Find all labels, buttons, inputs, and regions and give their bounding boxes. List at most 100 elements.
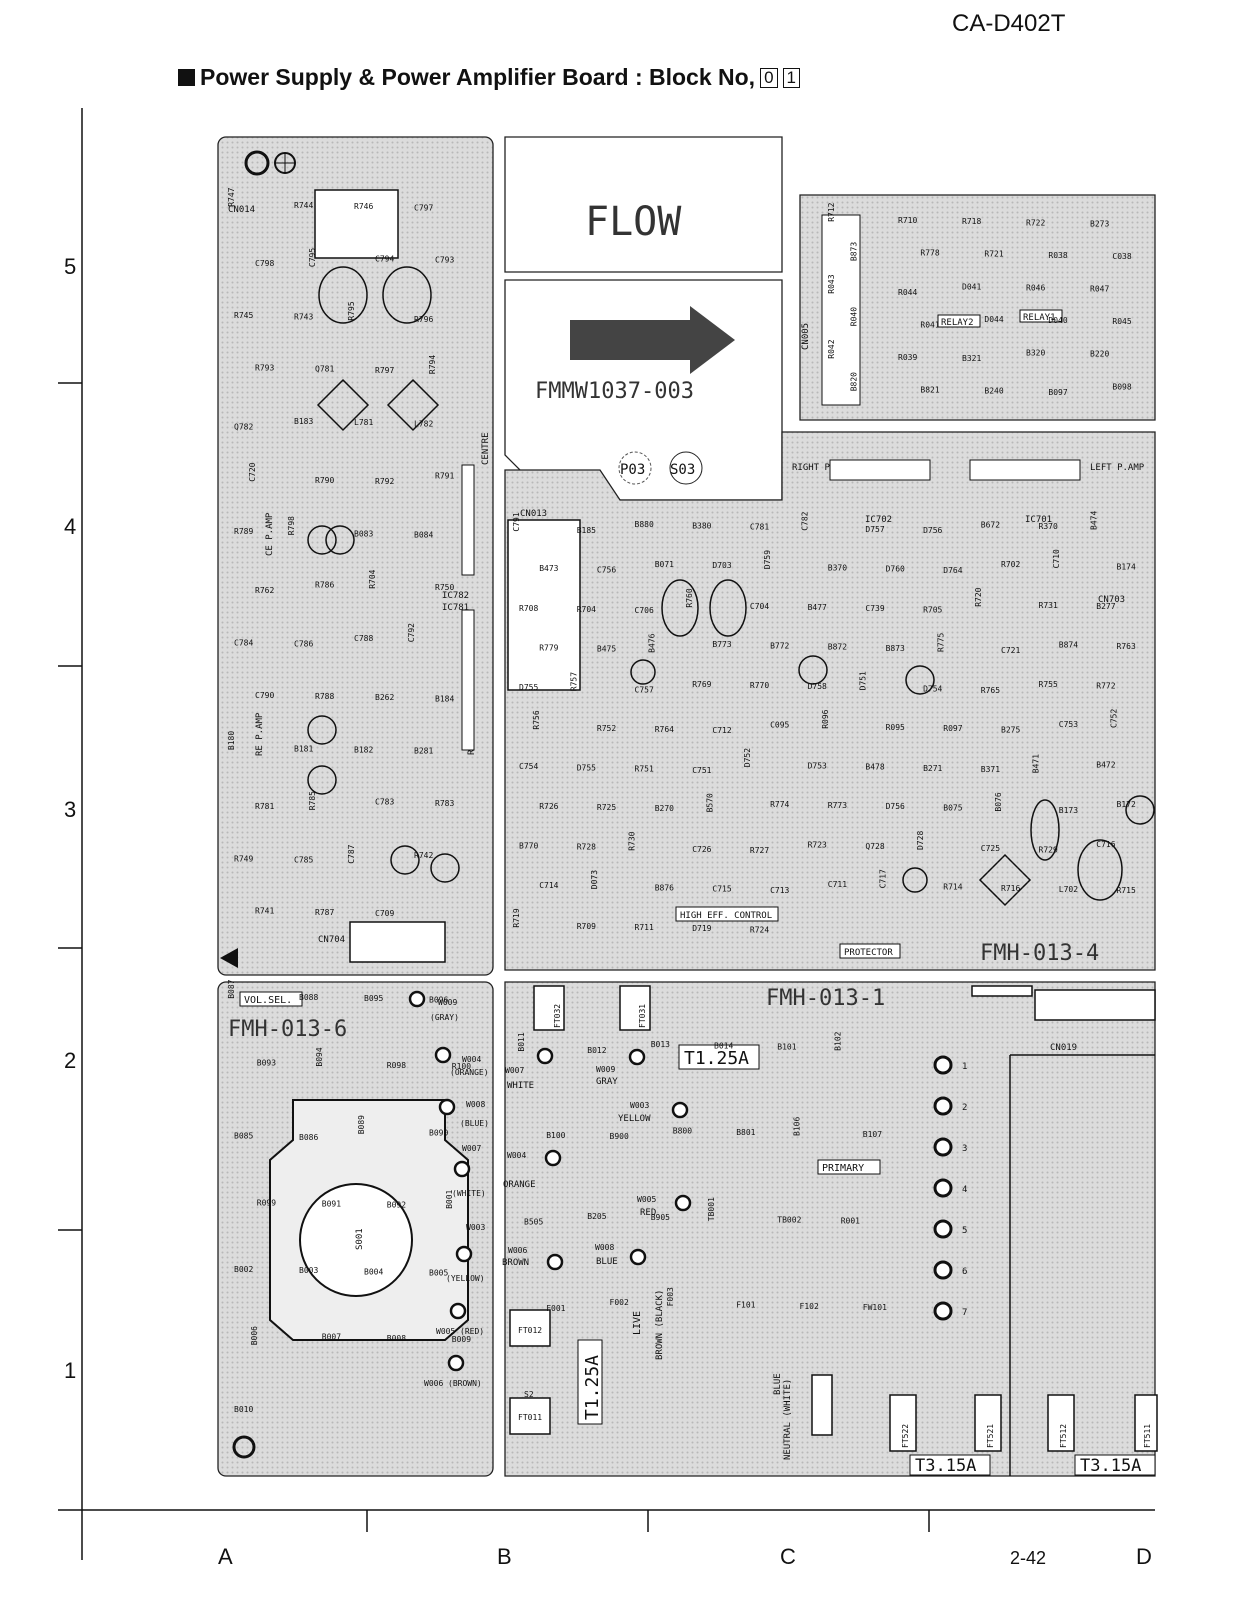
part-ref-r798: R798 (287, 516, 296, 535)
triangle-marker-icon (220, 948, 238, 968)
part-ref-b003: B003 (299, 1266, 318, 1275)
left-wire-w008-color: (BLUE) (460, 1119, 489, 1128)
label-neutral: NEUTRAL (WHITE) (783, 1379, 793, 1460)
part-ref-c797: C797 (414, 203, 433, 212)
part-ref-r783: R783 (435, 799, 454, 808)
part-ref-c788: C788 (354, 634, 373, 643)
part-ref-b472: B472 (1096, 761, 1115, 770)
part-ref-r715: R715 (1117, 886, 1136, 895)
part-ref-r757: R757 (570, 672, 579, 691)
center-wire-w004: W004 (507, 1151, 526, 1160)
part-ref-r725: R725 (597, 803, 616, 812)
label-primary: PRIMARY (822, 1163, 864, 1174)
part-ref-tb001: TB001 (707, 1197, 716, 1221)
center-wire-w004-color: ORANGE (503, 1180, 536, 1190)
part-ref-c716: C716 (1096, 840, 1115, 849)
part-ref-b075: B075 (943, 803, 962, 812)
part-ref-b084: B084 (414, 531, 433, 540)
part-ref-r721: R721 (984, 250, 1003, 259)
fuse-holder-ft522: FT522 (901, 1424, 910, 1448)
pin-7: 7 (962, 1308, 967, 1318)
row-label-3: 3 (64, 797, 77, 822)
sub-board-fmh-013-1: FMH-013-1 (766, 986, 885, 1011)
sub-board-fmh-013-4: FMH-013-4 (980, 941, 1099, 966)
part-ref-b380: B380 (692, 521, 711, 530)
part-ref-r792: R792 (375, 477, 394, 486)
title-text: Power Supply & Power Amplifier Board : B… (200, 64, 756, 90)
part-ref-d719: D719 (692, 924, 711, 933)
part-ref-b471: B471 (1032, 754, 1041, 773)
fuse-holder-ft012: FT012 (518, 1326, 542, 1335)
part-ref-r729: R729 (1039, 845, 1058, 854)
part-ref-c095: C095 (770, 721, 789, 730)
ic781-label: IC781 (442, 603, 469, 613)
fuse-holder-ft031: FT031 (638, 1004, 647, 1028)
part-ref-b821: B821 (920, 386, 939, 395)
part-ref-r797: R797 (375, 366, 394, 375)
part-ref-d760: D760 (886, 565, 905, 574)
part-ref-b007: B007 (322, 1333, 341, 1342)
part-ref-r709: R709 (577, 922, 596, 931)
label-centre: CENTRE (481, 432, 491, 465)
part-ref-b182: B182 (354, 746, 373, 755)
part-ref-c710: C710 (1052, 549, 1061, 568)
pin-1: 1 (962, 1062, 967, 1072)
part-ref-f101: F101 (736, 1301, 755, 1310)
part-ref-d756: D756 (923, 526, 942, 535)
part-ref-r752: R752 (597, 724, 616, 733)
part-ref-b371: B371 (981, 765, 1000, 774)
connector-cn014: CN014 (228, 205, 255, 215)
part-ref-r763: R763 (1117, 642, 1136, 651)
left-wire-w005: W005 (436, 1327, 455, 1336)
part-ref-l782: L782 (414, 419, 433, 428)
part-ref-r728: R728 (577, 843, 596, 852)
part-ref-r745: R745 (234, 311, 253, 320)
part-ref-c795: C795 (308, 248, 317, 267)
part-ref-d759: D759 (763, 550, 772, 569)
part-ref-b872: B872 (828, 643, 847, 652)
part-ref-b185: B185 (577, 526, 596, 535)
part-ref-r095: R095 (886, 723, 905, 732)
part-ref-c781: C781 (750, 523, 769, 532)
ic782-label: IC782 (442, 591, 469, 601)
part-ref-c753: C753 (1059, 720, 1078, 729)
part-ref-d755: D755 (577, 763, 596, 772)
part-ref-f003: F003 (666, 1287, 675, 1306)
part-ref-b220: B220 (1090, 350, 1109, 359)
part-ref-r741: R741 (255, 907, 274, 916)
part-ref-r370: R370 (1039, 522, 1058, 531)
fuse-holder-ft032: FT032 (553, 1004, 562, 1028)
part-ref-r773: R773 (828, 801, 847, 810)
part-ref-r704: R704 (577, 605, 596, 614)
part-ref-r791: R791 (435, 472, 454, 481)
part-ref-b092: B092 (387, 1201, 406, 1210)
left-wire-pads (408, 990, 473, 1372)
center-wire-w006-color: BROWN (502, 1258, 529, 1268)
part-ref-tb002: TB002 (777, 1215, 801, 1224)
part-ref-r747: R747 (227, 187, 236, 206)
part-ref-f001: F001 (546, 1304, 565, 1313)
page-title: Power Supply & Power Amplifier Board : B… (178, 64, 801, 91)
part-ref-b876: B876 (655, 883, 674, 892)
center-wire-w003: W003 (630, 1101, 649, 1110)
part-ref-c757: C757 (635, 685, 654, 694)
part-ref-r704: R704 (368, 569, 377, 588)
connector-cn703: CN703 (1098, 595, 1125, 605)
part-ref-b094: B094 (315, 1047, 324, 1066)
part-ref-b004: B004 (364, 1267, 383, 1276)
part-ref-b874: B874 (1059, 641, 1078, 650)
part-ref-r044: R044 (898, 288, 917, 297)
label-brown-black: BROWN (BLACK) (655, 1290, 665, 1360)
part-ref-b873: B873 (849, 242, 858, 261)
part-ref-c038: C038 (1112, 252, 1131, 261)
part-ref-b009: B009 (452, 1335, 471, 1344)
part-ref-b012: B012 (587, 1046, 606, 1055)
part-ref-c783: C783 (375, 798, 394, 807)
left-wire-w004: W004 (462, 1055, 481, 1064)
part-ref-b476: B476 (648, 633, 657, 652)
ic701-label: IC701 (1025, 515, 1052, 525)
part-ref-r042: R042 (827, 339, 836, 358)
center-wire-w009-color: GRAY (596, 1077, 618, 1087)
part-ref-b473: B473 (539, 564, 558, 573)
